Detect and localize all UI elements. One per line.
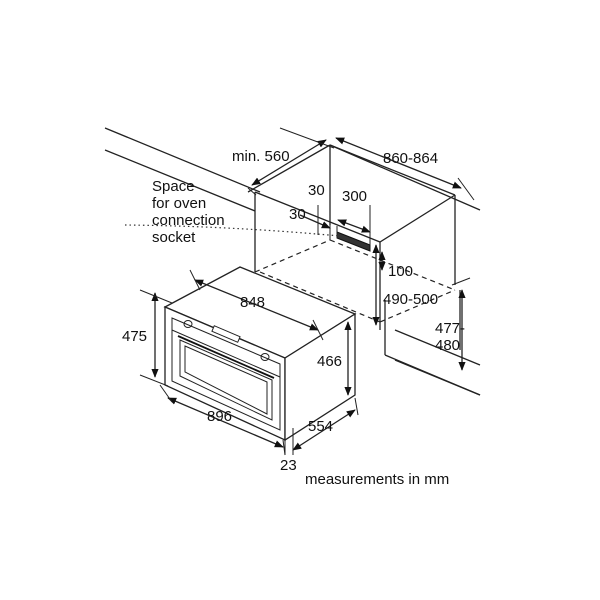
dim-gap-top: 30 (308, 182, 325, 199)
dim-oven-depth: 554 (308, 418, 333, 435)
dim-oven-inner-width: 848 (240, 294, 265, 311)
units-caption: measurements in mm (305, 471, 449, 488)
dim-oven-width: 896 (207, 408, 232, 425)
space-note-line-1: Space (152, 178, 195, 195)
dim-front-thickness: 23 (280, 457, 297, 474)
dim-base-height-1: 477- (435, 320, 465, 337)
space-note: Space for oven connection socket (152, 178, 225, 246)
dim-niche-height: 490-500 (383, 291, 438, 308)
space-note-line-2: for oven (152, 195, 206, 212)
dim-oven-inner-height: 466 (317, 353, 342, 370)
space-note-line-4: socket (152, 229, 196, 246)
dim-socket-width: 300 (342, 188, 367, 205)
dim-niche-width: 860-864 (383, 150, 438, 167)
dim-oven-height: 475 (122, 328, 147, 345)
dimension-lines (139, 127, 475, 456)
dim-base-height-2: 480 (435, 337, 460, 354)
space-note-line-3: connection (152, 212, 225, 229)
dim-min-depth: min. 560 (232, 148, 290, 165)
dim-gap-side: 30 (289, 206, 306, 223)
dim-socket-offset: 100 (388, 263, 413, 280)
